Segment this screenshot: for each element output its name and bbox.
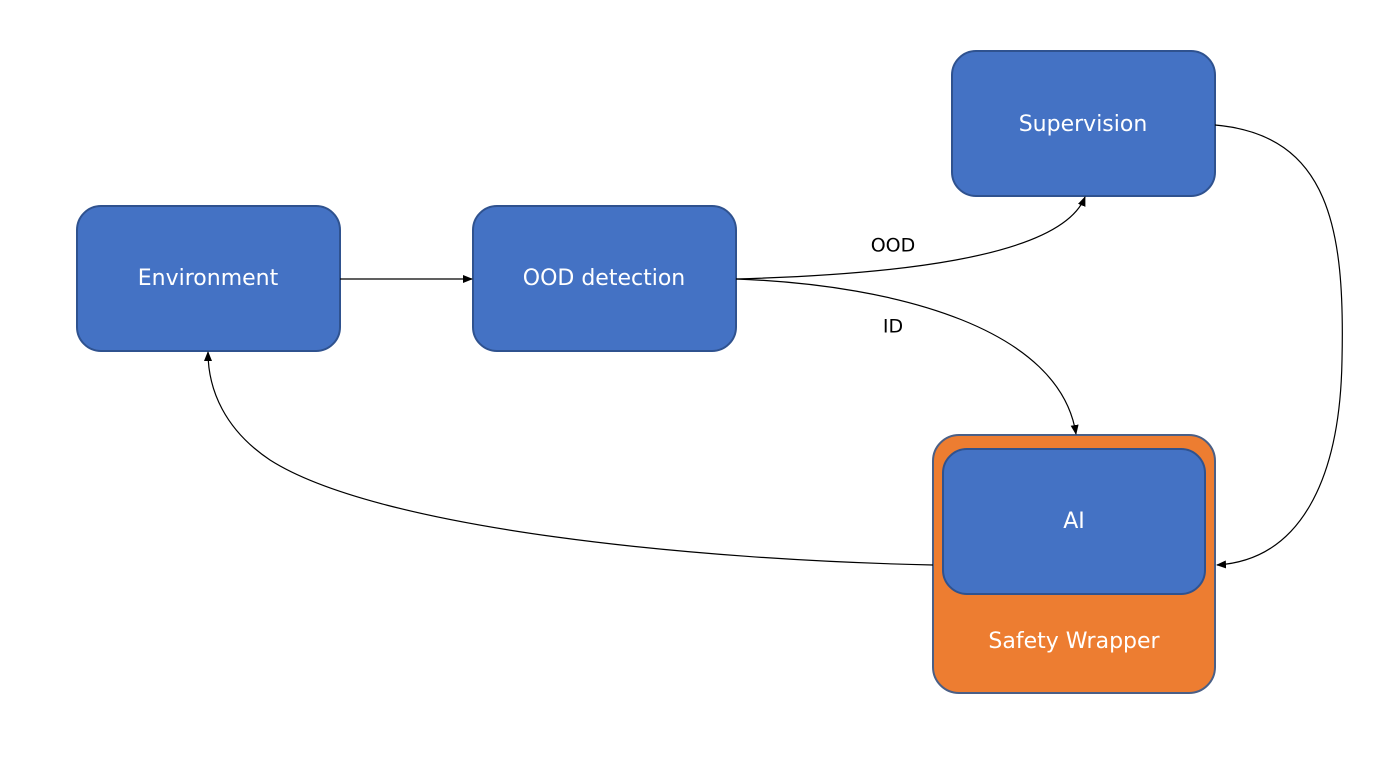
ai-node: AI	[942, 448, 1206, 595]
environment-node: Environment	[76, 205, 341, 352]
environment-label: Environment	[138, 266, 279, 291]
edge-supervision-to-safety-wrapper	[1214, 124, 1343, 569]
supervision-label: Supervision	[1019, 112, 1148, 137]
ood-detection-node: OOD detection	[472, 205, 737, 352]
edge-label-ood: OOD	[871, 235, 916, 257]
edge-label-id: ID	[883, 316, 903, 338]
ai-box	[942, 448, 1206, 595]
supervision-box	[951, 50, 1216, 197]
ood-detection-label: OOD detection	[523, 266, 685, 291]
safety-wrapper-label: Safety Wrapper	[988, 629, 1160, 654]
ai-label: AI	[1063, 509, 1085, 534]
edge-safety-wrapper-to-environment	[204, 351, 934, 566]
supervision-node: Supervision	[951, 50, 1216, 197]
edge-ood-detection-to-supervision	[735, 196, 1086, 280]
edge-ood-detection-to-ai	[735, 278, 1079, 435]
